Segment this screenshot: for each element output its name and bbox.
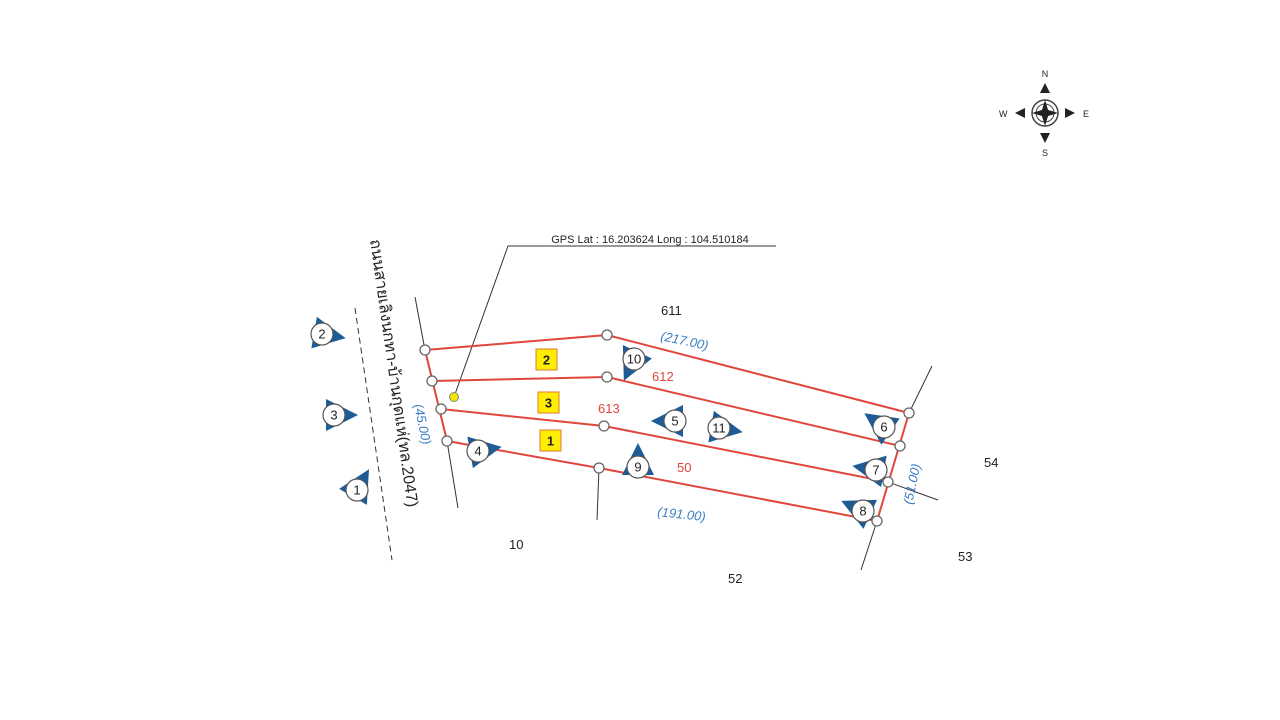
dimension-top: (217.00) [659,328,709,353]
boundary-pins [419,329,915,527]
photo-marker-2: 2 [310,316,346,349]
marker-number: 11 [712,421,726,436]
parcel-613: 613 [598,401,620,416]
gps-leader-line [453,245,776,398]
parcel-53: 53 [958,549,972,564]
plot-label-1: 1 [539,429,562,452]
photo-marker-8: 8 [841,499,878,529]
photo-markers: 1 2 3 4 5 6 7 8 9 10 11 [310,316,900,529]
marker-number: 4 [474,444,481,459]
parcel-50: 50 [677,460,691,475]
plot-label-2: 2 [535,348,558,371]
photo-marker-6: 6 [864,413,900,445]
gps-label: GPS Lat : 16.203624 Long : 104.510184 [551,234,749,246]
neighbor-boundaries [414,296,939,571]
marker-number: 9 [634,460,641,475]
marker-number: 6 [880,420,887,435]
photo-marker-9: 9 [622,443,654,479]
parcel-54: 54 [984,455,998,470]
photo-marker-10: 10 [622,344,652,381]
parcel-611: 611 [661,303,682,318]
plot-label-3: 3 [537,391,560,414]
parcel-612: 612 [652,369,674,384]
parcel-10: 10 [509,537,523,552]
svg-text:1: 1 [547,434,554,449]
photo-marker-7: 7 [852,455,888,488]
photo-marker-4: 4 [466,436,502,469]
compass-e: E [1083,109,1089,119]
svg-text:3: 3 [545,396,552,411]
marker-number: 3 [330,408,337,423]
dimension-right: (51.00) [900,462,923,505]
marker-number: 8 [859,504,866,519]
photo-marker-11: 11 [707,410,743,443]
gps-point [449,392,459,402]
marker-number: 7 [872,463,879,478]
marker-number: 2 [318,327,325,342]
marker-number: 5 [671,414,678,429]
compass-w: W [999,109,1008,119]
marker-number: 1 [353,483,360,498]
photo-marker-3: 3 [322,399,358,431]
svg-text:2: 2 [543,353,550,368]
compass-rose-icon: N S E W [999,69,1089,158]
dimension-bottom: (191.00) [657,504,707,524]
photo-marker-1: 1 [339,469,369,505]
marker-number: 10 [627,352,641,367]
compass-s: S [1042,148,1048,158]
photo-marker-5: 5 [651,405,687,437]
parcel-52: 52 [728,571,742,586]
compass-n: N [1042,69,1049,79]
road-label: ถนนสายเลิงนกทา-บ้านกุดแห่(ทล.2047) [365,238,421,508]
road-centerline [354,307,393,561]
dimension-left: (45.00) [411,403,434,446]
